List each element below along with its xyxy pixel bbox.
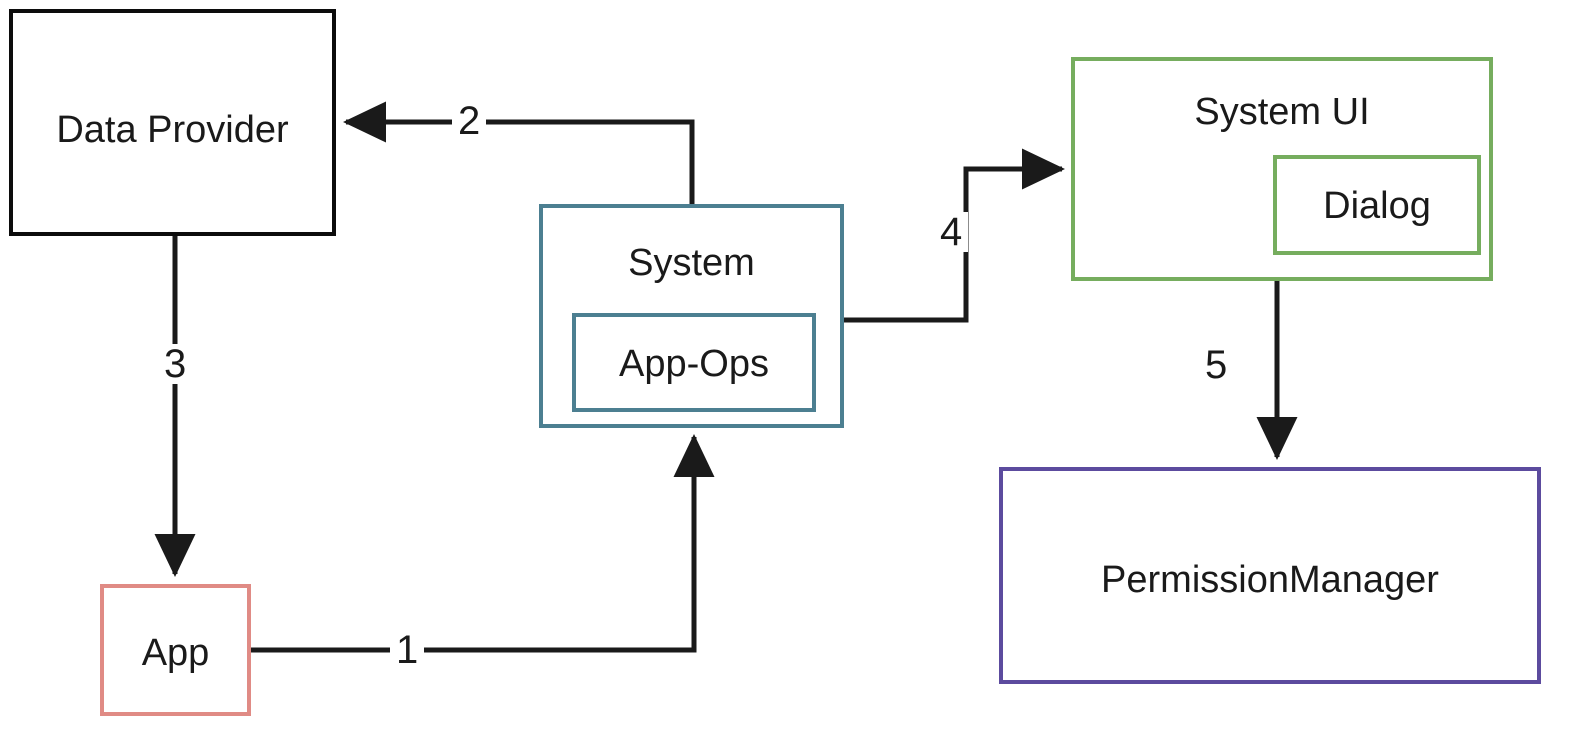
edge-label-4: 4	[934, 212, 969, 252]
node-app-ops[interactable]: App-Ops	[572, 313, 816, 412]
node-permission-manager[interactable]: PermissionManager	[999, 467, 1541, 684]
node-system-ui-label: System UI	[1194, 91, 1370, 133]
node-app-label: App	[141, 632, 210, 674]
node-app-ops-label: App-Ops	[619, 343, 769, 385]
edge-2-path	[343, 101, 695, 204]
node-system[interactable]: System App-Ops	[539, 204, 844, 428]
node-dialog-label: Dialog	[1323, 185, 1431, 227]
edge-1-path	[251, 434, 715, 653]
edge-label-2: 2	[452, 101, 487, 141]
edge-label-1: 1	[390, 630, 425, 670]
node-system-ui[interactable]: System UI Dialog	[1071, 57, 1493, 281]
node-app[interactable]: App	[100, 584, 251, 716]
node-data-provider[interactable]: Data Provider	[9, 9, 336, 236]
node-data-provider-label: Data Provider	[56, 109, 289, 151]
edge-label-5: 5	[1199, 345, 1234, 385]
node-permission-manager-label: PermissionManager	[1101, 559, 1439, 601]
node-dialog[interactable]: Dialog	[1273, 155, 1481, 255]
node-system-label: System	[628, 242, 755, 284]
edge-label-3: 3	[158, 344, 193, 384]
